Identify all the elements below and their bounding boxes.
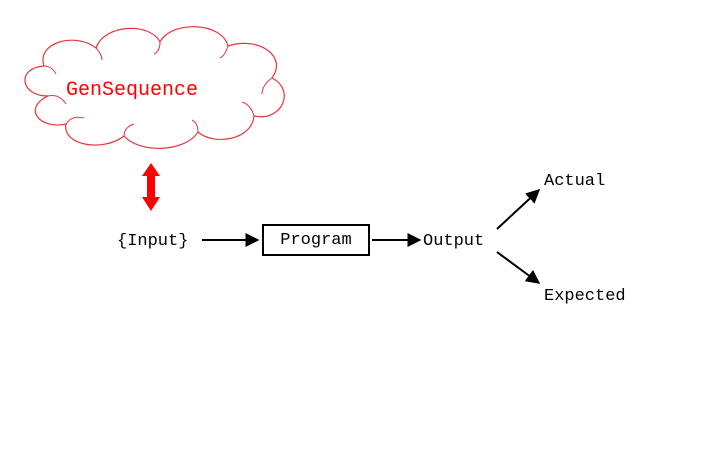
cloud-shape <box>24 26 285 149</box>
cloud-label: GenSequence <box>66 79 199 102</box>
program-box: Program <box>262 224 370 256</box>
arrow-output-to-actual <box>496 189 541 230</box>
double-arrow-icon <box>142 163 160 211</box>
output-label: Output <box>423 232 485 251</box>
input-label: {Input} <box>117 232 189 251</box>
program-label: Program <box>280 230 352 250</box>
expected-label: Expected <box>544 287 626 306</box>
arrow-output-to-expected <box>496 251 541 284</box>
actual-label: Actual <box>544 172 606 191</box>
